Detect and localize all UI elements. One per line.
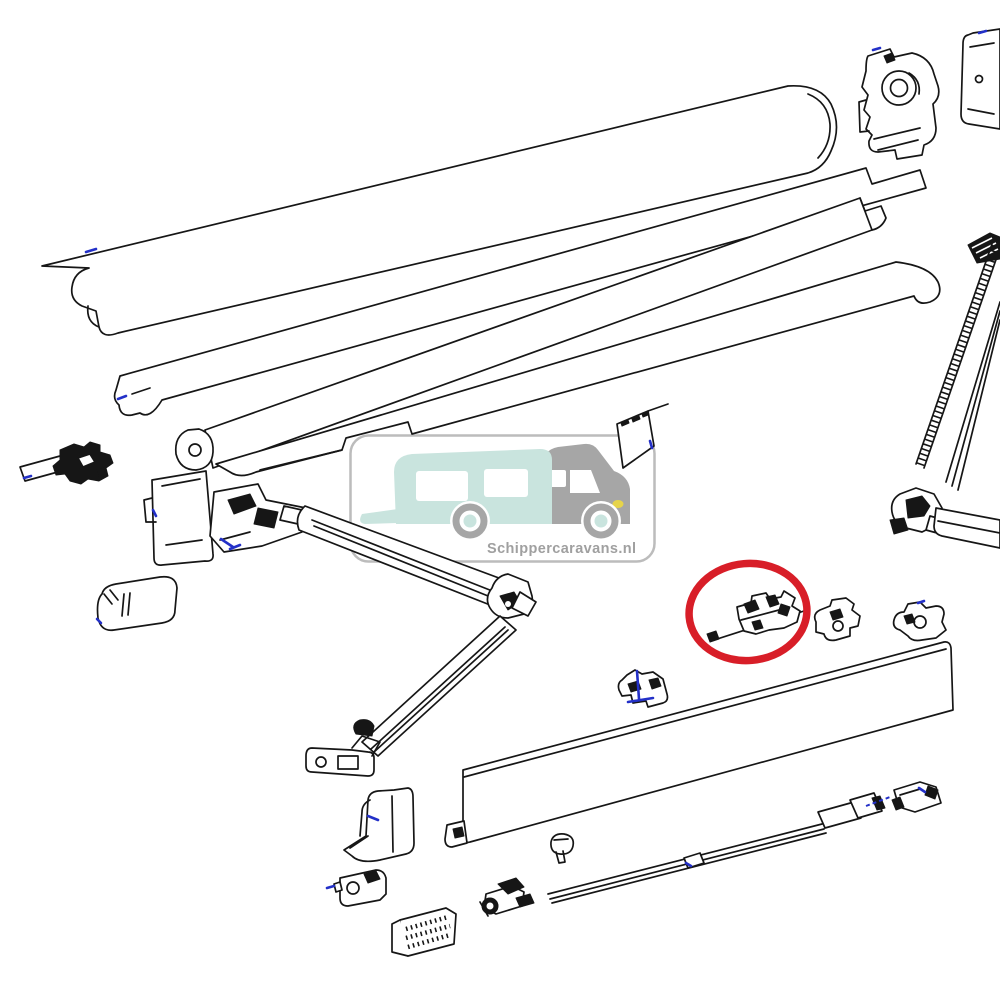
knurled-adapter — [967, 232, 1000, 264]
highlight-ellipse — [685, 559, 811, 665]
cassette-back-profile — [113, 167, 927, 417]
corner-end-cap — [343, 787, 415, 863]
watermark-box — [349, 434, 656, 563]
fabric-flap — [616, 403, 669, 469]
knob-pin — [550, 833, 575, 864]
right-arm-assembly — [889, 243, 1000, 549]
arm-mount-bracket — [143, 470, 214, 566]
lead-rail-profile — [444, 641, 954, 848]
clamp-bracket-a — [813, 597, 861, 642]
caravan-wheel-icon — [452, 503, 488, 539]
clamp-bracket-b — [892, 599, 947, 642]
watermark: Schippercaravans.nl — [349, 434, 656, 563]
watermark-text: Schippercaravans.nl — [487, 541, 636, 557]
spring-gearbox — [858, 46, 940, 160]
guide-bracket — [617, 669, 669, 708]
cassette-lid-profile — [41, 84, 838, 336]
tension-rod-assembly — [479, 781, 942, 917]
drive-block — [325, 869, 387, 907]
end-cap-left — [95, 575, 178, 632]
splined-adapter — [391, 907, 457, 957]
arm-foot — [305, 719, 381, 777]
spring-unit-left — [19, 441, 114, 485]
lower-arm — [361, 615, 517, 757]
headlight — [612, 500, 624, 508]
shoulder-joint — [209, 483, 307, 553]
upper-arm — [296, 505, 516, 613]
end-bracket-right — [960, 28, 1000, 130]
vehicle-wheel-icon — [583, 503, 619, 539]
elbow-joint — [486, 573, 537, 619]
roller-tube — [174, 197, 887, 471]
awning-fabric — [215, 261, 941, 477]
slider-bracket — [706, 590, 805, 643]
caravan-icon — [360, 449, 552, 524]
